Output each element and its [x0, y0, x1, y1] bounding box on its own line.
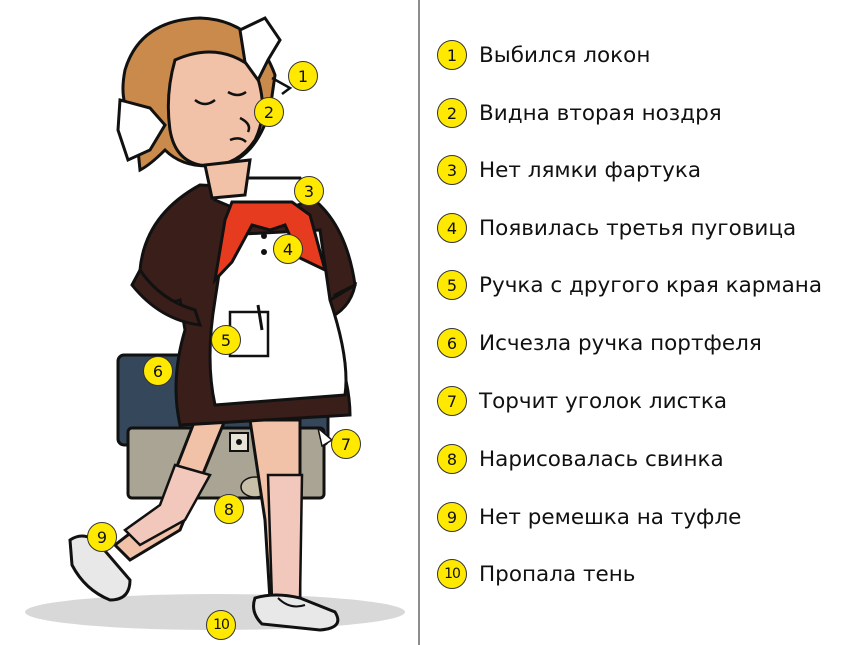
- difference-marker-5: 5: [211, 325, 241, 355]
- legend-number-badge: 3: [437, 155, 467, 185]
- difference-marker-6: 6: [143, 356, 173, 386]
- legend-number-badge: 8: [437, 444, 467, 474]
- legend-number-badge: 1: [437, 40, 467, 70]
- legend-item-10: 10 Пропала тень: [437, 558, 837, 590]
- legend-item-2: 2 Видна вторая ноздря: [437, 97, 837, 129]
- legend-item-5: 5 Ручка с другого края кармана: [437, 269, 837, 301]
- shoes: [68, 534, 340, 632]
- legend-number-badge: 5: [437, 270, 467, 300]
- legend-text: Нет лямки фартука: [479, 157, 702, 183]
- difference-marker-7: 7: [331, 429, 361, 459]
- legend-text: Появилась третья пуговица: [479, 215, 797, 241]
- legend-text: Исчезла ручка портфеля: [479, 330, 762, 356]
- legend-item-1: 1 Выбился локон: [437, 39, 837, 71]
- legend-item-8: 8 Нарисовалась свинка: [437, 443, 837, 475]
- legend-number-badge: 6: [437, 328, 467, 358]
- legend-number-badge: 4: [437, 213, 467, 243]
- legend-item-3: 3 Нет лямки фартука: [437, 154, 837, 186]
- hair-bows: [116, 16, 293, 163]
- legend-text: Выбился локон: [479, 42, 651, 68]
- schoolgirl-illustration: [25, 16, 405, 632]
- legend-number-badge: 7: [437, 386, 467, 416]
- difference-marker-9: 9: [87, 522, 117, 552]
- panel-divider: [418, 0, 420, 645]
- legend-number-badge: 9: [437, 502, 467, 532]
- legend-item-6: 6 Исчезла ручка портфеля: [437, 327, 837, 359]
- legend-item-7: 7 Торчит уголок листка: [437, 385, 837, 417]
- difference-marker-2: 2: [254, 97, 284, 127]
- legs: [112, 418, 304, 602]
- difference-marker-8: 8: [214, 494, 244, 524]
- legend-number-badge: 10: [437, 559, 467, 589]
- legend-item-9: 9 Нет ремешка на туфле: [437, 501, 837, 533]
- legend-text: Торчит уголок листка: [479, 388, 728, 414]
- illustration-panel: 1 2 3 4 5 6 7 8 9 10: [0, 0, 418, 645]
- legend-text: Ручка с другого края кармана: [479, 272, 823, 298]
- difference-marker-4: 4: [273, 234, 303, 264]
- legend-text: Нет ремешка на туфле: [479, 504, 742, 530]
- legend-item-4: 4 Появилась третья пуговица: [437, 212, 837, 244]
- legend-text: Нарисовалась свинка: [479, 446, 724, 472]
- difference-marker-3: 3: [294, 176, 324, 206]
- legend-text: Пропала тень: [479, 561, 636, 587]
- difference-marker-10: 10: [206, 610, 236, 640]
- difference-marker-1: 1: [288, 61, 318, 91]
- legend-number-badge: 2: [437, 98, 467, 128]
- legend-text: Видна вторая ноздря: [479, 100, 722, 126]
